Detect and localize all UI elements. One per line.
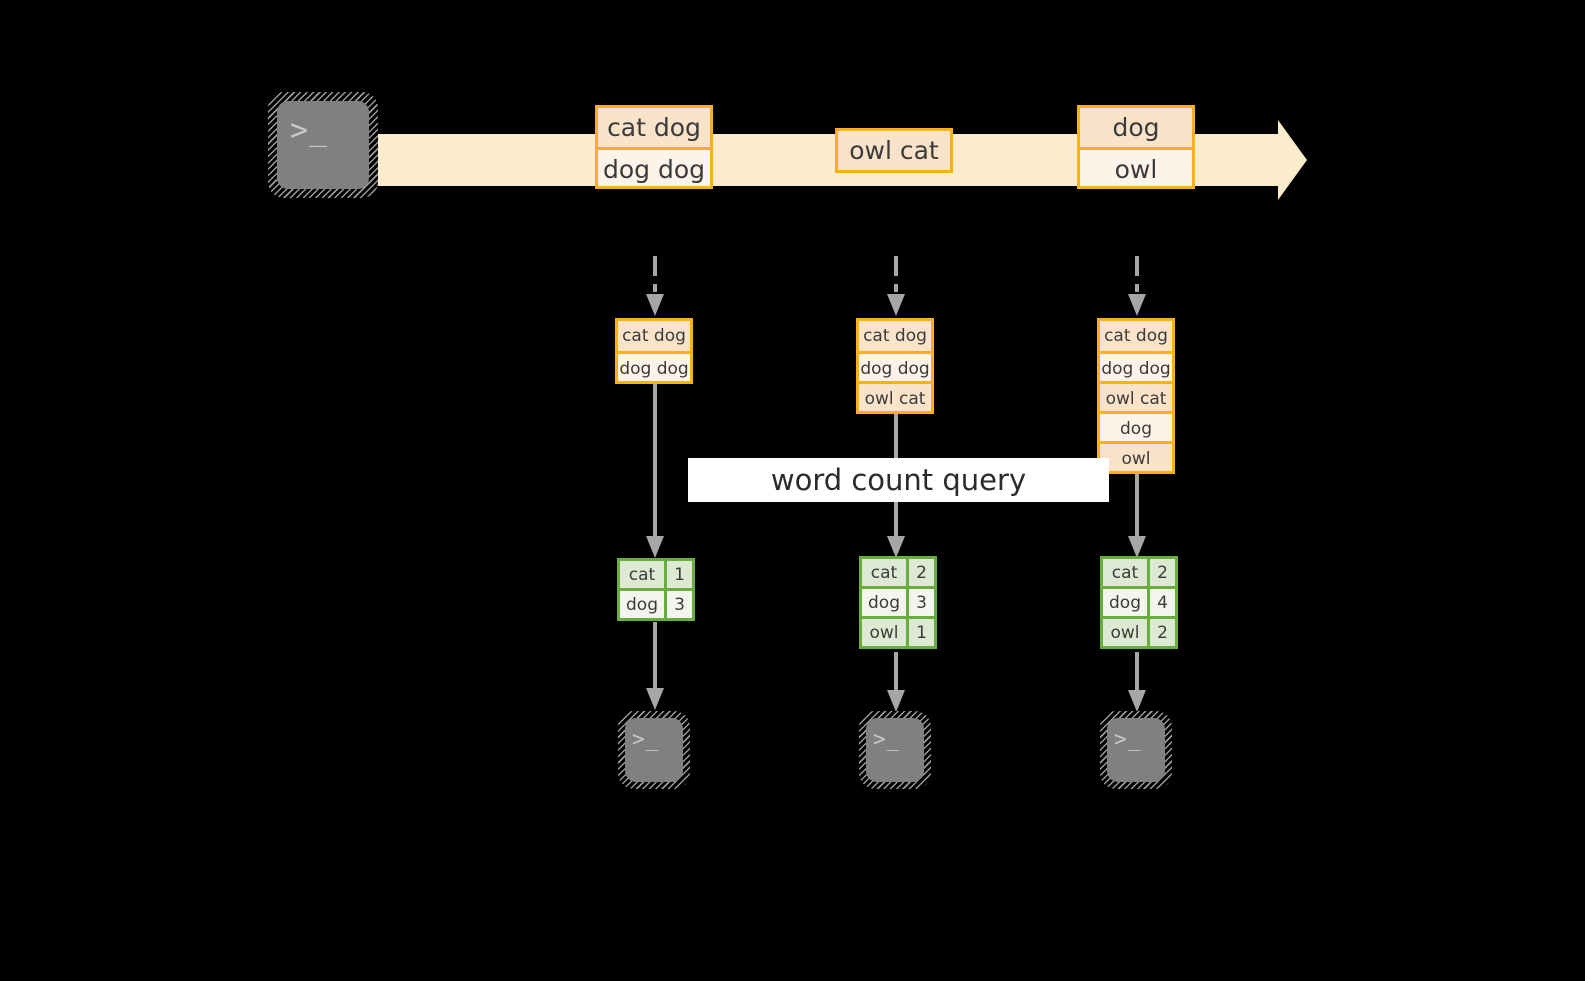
table-row: owl 2 (1101, 616, 1177, 648)
table-row: owl 1 (860, 616, 936, 648)
batch-box-3: cat dog dog dog owl cat dog owl (1097, 318, 1175, 474)
stream-record-line: cat dog (598, 108, 710, 147)
stream-record-line: dog (1080, 108, 1192, 147)
batch-line: owl cat (859, 381, 931, 411)
batch-box-2: cat dog dog dog owl cat (856, 318, 934, 414)
result-word: owl (1101, 616, 1150, 648)
terminal-prompt-glyph: >_ (290, 113, 329, 148)
result-count: 3 (907, 586, 936, 618)
batch-line: dog (1100, 411, 1172, 441)
batch-line: dog dog (859, 351, 931, 381)
result-table-1: cat 1 dog 3 (617, 558, 695, 621)
result-count: 1 (907, 616, 936, 648)
result-table-2: cat 2 dog 3 owl 1 (859, 556, 937, 649)
source-terminal-icon: >_ (268, 92, 378, 198)
stream-record-3: dog owl (1077, 105, 1195, 189)
connector-result-to-sink-2 (885, 652, 907, 714)
batch-line: owl cat (1100, 381, 1172, 411)
result-word: cat (860, 557, 909, 588)
stream-record-line: dog dog (598, 147, 710, 186)
batch-line: cat dog (618, 321, 690, 351)
query-banner: word count query (688, 458, 1109, 502)
table-row: dog 3 (860, 586, 936, 618)
result-word: dog (860, 586, 909, 618)
batch-line: dog dog (1100, 351, 1172, 381)
terminal-prompt-glyph: >_ (873, 727, 901, 751)
result-count: 1 (665, 559, 694, 590)
batch-line: cat dog (1100, 321, 1172, 351)
sink-terminal-icon-2: >_ (859, 711, 931, 789)
table-row: cat 1 (618, 559, 694, 590)
batch-box-1: cat dog dog dog (615, 318, 693, 384)
batch-line: dog dog (618, 351, 690, 381)
result-word: owl (860, 616, 909, 648)
query-label: word count query (770, 463, 1027, 497)
terminal-face (866, 718, 924, 782)
stream-record-2: owl cat (835, 128, 953, 173)
result-count: 4 (1148, 586, 1177, 618)
batch-line: owl (1100, 441, 1172, 471)
terminal-prompt-glyph: >_ (1114, 727, 1142, 751)
batch-line: cat dog (859, 321, 931, 351)
connector-result-to-sink-3 (1126, 652, 1148, 714)
sink-terminal-icon-1: >_ (618, 711, 690, 789)
stream-record-line: owl (1080, 147, 1192, 186)
result-word: cat (1101, 557, 1150, 588)
table-row: dog 3 (618, 588, 694, 620)
stream-record-1: cat dog dog dog (595, 105, 713, 189)
table-row: dog 4 (1101, 586, 1177, 618)
result-word: dog (618, 588, 667, 620)
result-word: dog (1101, 586, 1150, 618)
sink-terminal-icon-3: >_ (1100, 711, 1172, 789)
result-count: 2 (1148, 616, 1177, 648)
table-row: cat 2 (860, 557, 936, 588)
result-word: cat (618, 559, 667, 590)
result-count: 3 (665, 588, 694, 620)
result-count: 2 (907, 557, 936, 588)
connector-batch-to-result-3 (1126, 474, 1148, 560)
result-count: 2 (1148, 557, 1177, 588)
connector-stream-to-batch-2 (885, 256, 907, 318)
connector-stream-to-batch-1 (644, 256, 666, 318)
terminal-face (625, 718, 683, 782)
terminal-prompt-glyph: >_ (632, 727, 660, 751)
result-table-3: cat 2 dog 4 owl 2 (1100, 556, 1178, 649)
stream-record-line: owl cat (838, 131, 950, 170)
connector-stream-to-batch-3 (1126, 256, 1148, 318)
connector-result-to-sink-1 (644, 622, 666, 712)
terminal-face (1107, 718, 1165, 782)
terminal-face (277, 101, 369, 189)
table-row: cat 2 (1101, 557, 1177, 588)
connector-batch-to-result-1 (644, 384, 666, 560)
